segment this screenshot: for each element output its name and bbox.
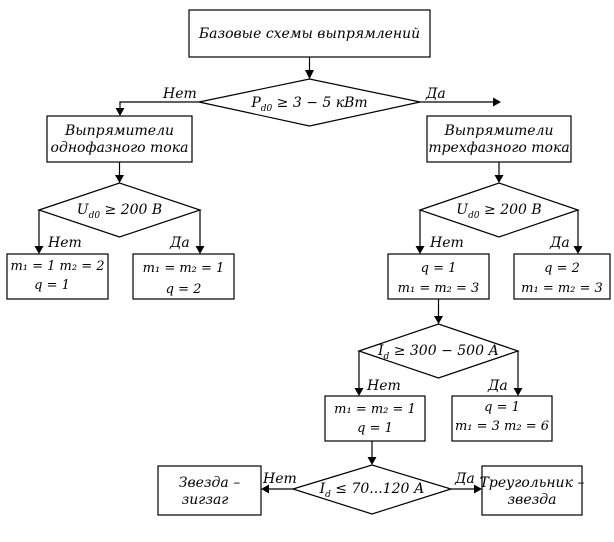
result-single-no bbox=[6, 253, 109, 300]
label-current-1-yes: Да bbox=[487, 378, 508, 394]
result-three-yes-line1: q = 2 bbox=[544, 261, 580, 276]
arrowhead bbox=[305, 70, 314, 79]
title-box bbox=[188, 9, 431, 58]
result-three-yes-line2: m₁ = m₂ = 3 bbox=[521, 281, 603, 296]
decision-power-text: Pd0 ≥ 3 − 5 кВт bbox=[250, 95, 367, 114]
connector-power-no bbox=[119, 101, 199, 110]
decision-u-single-text: Ud0 ≥ 200 В bbox=[77, 202, 162, 221]
three-phase-text-1: Выпрямители bbox=[443, 123, 553, 139]
title-text: Базовые схемы выпрямлений bbox=[198, 26, 420, 42]
label-u-single-no: Нет bbox=[47, 235, 82, 251]
label-current-1-no: Нет bbox=[366, 378, 401, 394]
result-single-no-line1: m₁ = 1 m₂ = 2 bbox=[10, 259, 104, 274]
decision-current-2-text: Id ≤ 70...120 А bbox=[319, 481, 425, 500]
arrowhead bbox=[195, 246, 205, 254]
three-phase-text-2: трехфазного тока bbox=[428, 140, 569, 156]
star-zigzag-text-2: зигзаг bbox=[182, 492, 229, 508]
single-phase-box bbox=[46, 115, 193, 163]
result-current-yes-line1: q = 1 bbox=[484, 400, 520, 415]
arrowhead bbox=[115, 175, 124, 183]
label-u-single-yes: Да bbox=[169, 235, 190, 251]
arrowhead bbox=[494, 175, 504, 183]
result-three-no-line1: q = 1 bbox=[421, 261, 457, 276]
arrowhead bbox=[573, 246, 583, 254]
label-power-no: Нет bbox=[162, 86, 197, 102]
result-single-yes-line1: m₁ = m₂ = 1 bbox=[143, 261, 225, 276]
triangle-star-box bbox=[481, 465, 583, 516]
label-power-yes: Да bbox=[425, 86, 446, 102]
result-current-yes-line2: m₁ = 3 m₂ = 6 bbox=[455, 419, 549, 434]
arrowhead bbox=[354, 388, 364, 396]
result-single-no-line2: q = 1 bbox=[34, 278, 70, 293]
decision-current-1-text: Id ≥ 300 − 500 А bbox=[377, 343, 499, 362]
result-current-yes bbox=[451, 395, 553, 442]
triangle-star-text-2: звезда bbox=[508, 492, 557, 508]
arrowhead bbox=[474, 484, 482, 494]
arrowhead bbox=[493, 97, 501, 107]
triangle-star-text-1: Треугольник – bbox=[480, 475, 585, 491]
arrowhead bbox=[513, 388, 523, 396]
result-three-no-line2: m₁ = m₂ = 3 bbox=[398, 281, 480, 296]
label-u-three-no: Нет bbox=[429, 235, 464, 251]
arrowhead bbox=[434, 316, 443, 324]
arrowhead bbox=[415, 246, 425, 254]
arrowhead bbox=[34, 246, 44, 254]
result-current-no-line1: m₁ = m₂ = 1 bbox=[334, 402, 416, 417]
result-three-yes bbox=[513, 253, 611, 300]
arrowhead bbox=[261, 484, 269, 494]
result-single-yes-line2: q = 2 bbox=[166, 282, 202, 297]
single-phase-text-2: однофазного тока bbox=[51, 140, 189, 156]
three-phase-box bbox=[426, 115, 572, 163]
arrowhead bbox=[115, 108, 125, 116]
result-current-no-line2: q = 1 bbox=[357, 421, 393, 436]
star-zigzag-box bbox=[157, 465, 262, 516]
single-phase-text-1: Выпрямители bbox=[64, 123, 174, 139]
star-zigzag-text-1: Звезда – bbox=[179, 475, 240, 491]
label-u-three-yes: Да bbox=[549, 235, 570, 251]
arrowhead bbox=[367, 457, 377, 465]
result-single-yes bbox=[132, 253, 235, 300]
result-three-no bbox=[387, 253, 490, 300]
label-current-2-yes: Да bbox=[454, 471, 475, 487]
result-current-no bbox=[324, 395, 426, 442]
label-current-2-no: Нет bbox=[262, 471, 297, 487]
decision-u-three-text: Ud0 ≥ 200 В bbox=[456, 202, 541, 221]
